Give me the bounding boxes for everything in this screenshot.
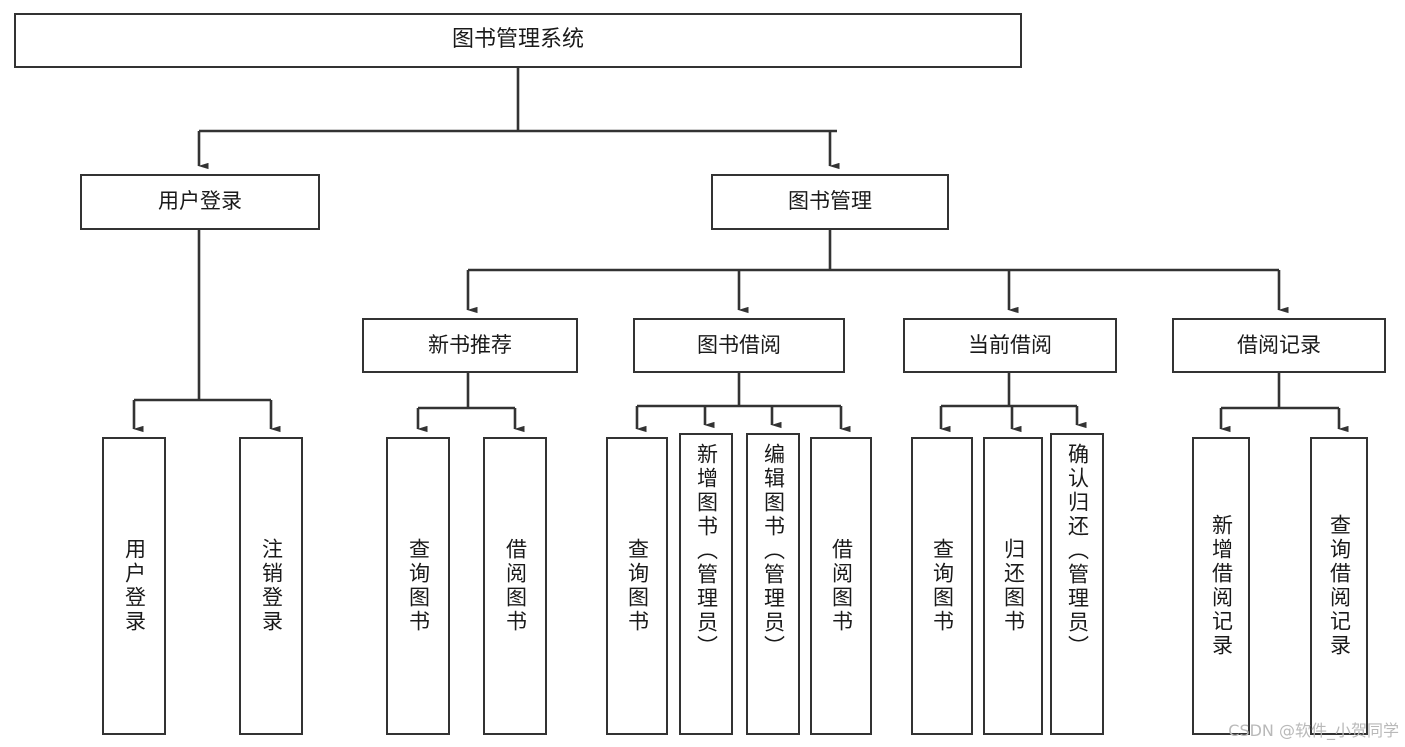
node-leaf-query-book-borrow-label: 查询图书 [625,538,650,634]
node-leaf-query-book-current[interactable]: 查询图书 [911,437,973,735]
node-leaf-borrow-book-label: 借阅图书 [829,538,854,634]
node-current-borrowing-label: 当前借阅 [968,332,1052,357]
node-new-book-recommendation-label: 新书推荐 [428,332,512,357]
node-leaf-return-book-label: 归还图书 [1001,538,1026,634]
node-leaf-user-login[interactable]: 用户登录 [102,437,166,735]
node-new-book-recommendation[interactable]: 新书推荐 [362,318,578,373]
node-root-label: 图书管理系统 [451,27,584,53]
node-leaf-confirm-return-admin-label: 确认归还（管理员） [1065,443,1090,659]
node-leaf-logout-label: 注销登录 [259,538,284,634]
node-root-system[interactable]: 图书管理系统 [14,13,1022,68]
node-user-login[interactable]: 用户登录 [80,174,320,230]
node-leaf-user-login-label: 用户登录 [122,538,147,634]
node-leaf-query-book-rec-label: 查询图书 [406,538,431,634]
node-leaf-logout[interactable]: 注销登录 [239,437,303,735]
node-book-borrowing-label: 图书借阅 [697,332,781,357]
node-leaf-borrow-book-rec[interactable]: 借阅图书 [483,437,547,735]
node-book-management-label: 图书管理 [788,189,872,214]
node-leaf-query-borrow-record-label: 查询借阅记录 [1327,514,1352,658]
node-leaf-query-book-rec[interactable]: 查询图书 [386,437,450,735]
node-leaf-add-borrow-record[interactable]: 新增借阅记录 [1192,437,1250,735]
node-book-borrowing[interactable]: 图书借阅 [633,318,845,373]
node-current-borrowing[interactable]: 当前借阅 [903,318,1117,373]
node-leaf-borrow-book-rec-label: 借阅图书 [503,538,528,634]
node-leaf-query-book-borrow[interactable]: 查询图书 [606,437,668,735]
node-user-login-label: 用户登录 [158,189,242,214]
node-leaf-add-book-admin[interactable]: 新增图书（管理员） [679,433,733,735]
csdn-watermark: CSDN @软件_小贺同学 [1228,721,1399,740]
node-leaf-borrow-book[interactable]: 借阅图书 [810,437,872,735]
node-leaf-add-borrow-record-label: 新增借阅记录 [1209,514,1234,658]
node-borrow-record[interactable]: 借阅记录 [1172,318,1386,373]
node-leaf-confirm-return-admin[interactable]: 确认归还（管理员） [1050,433,1104,735]
node-leaf-edit-book-admin[interactable]: 编辑图书（管理员） [746,433,800,735]
node-borrow-record-label: 借阅记录 [1237,332,1321,357]
node-leaf-edit-book-admin-label: 编辑图书（管理员） [761,443,786,659]
node-leaf-query-borrow-record[interactable]: 查询借阅记录 [1310,437,1368,735]
node-book-management[interactable]: 图书管理 [711,174,949,230]
node-leaf-add-book-admin-label: 新增图书（管理员） [694,443,719,659]
node-leaf-query-book-current-label: 查询图书 [930,538,955,634]
node-leaf-return-book[interactable]: 归还图书 [983,437,1043,735]
